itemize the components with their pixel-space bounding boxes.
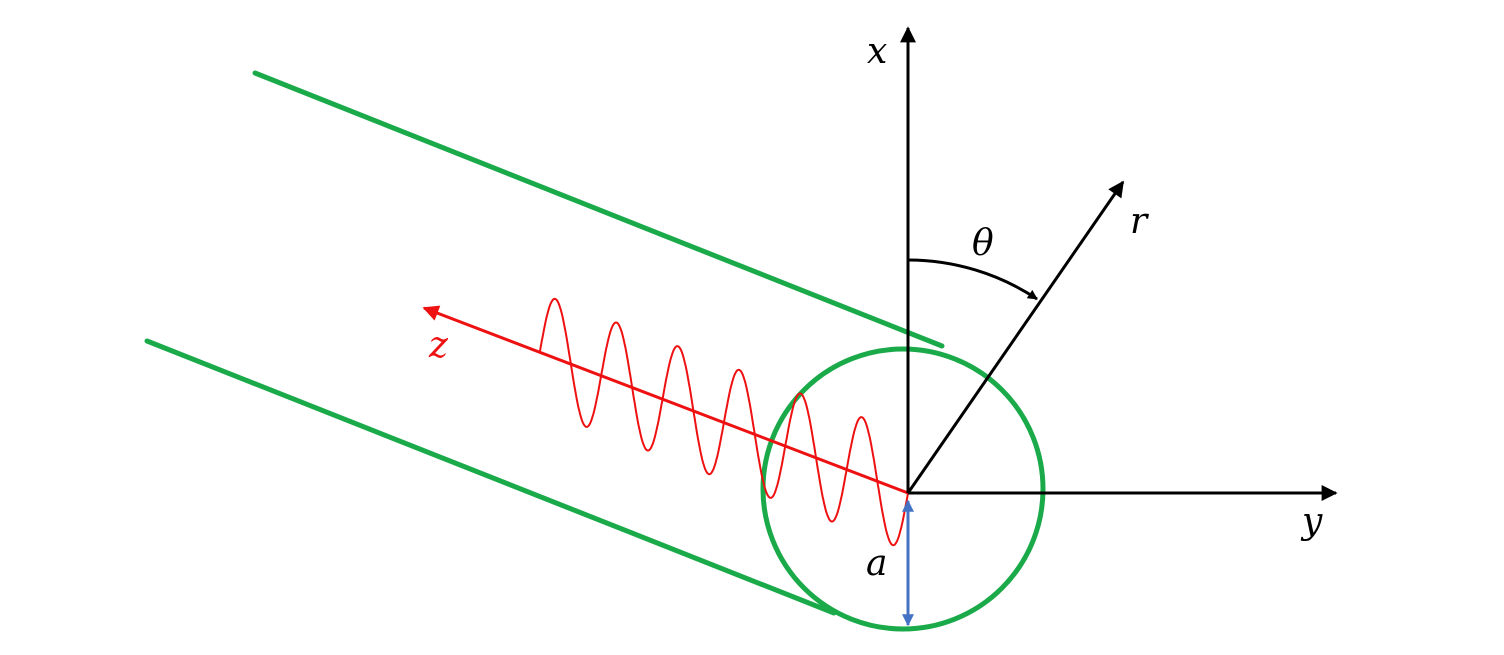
waveguide-lower-edge <box>144 338 837 616</box>
y-axis-label: y <box>1300 501 1323 542</box>
x-axis-label: x <box>867 31 887 72</box>
theta-arc <box>907 258 1038 301</box>
radial-ray <box>906 180 1125 494</box>
z-axis-label: z <box>428 325 449 366</box>
waveguide-upper-edge <box>252 70 945 349</box>
waveguide-cross-section <box>760 346 1046 632</box>
z-axis <box>422 305 909 495</box>
r-label: r <box>1130 201 1149 242</box>
radius-label: a <box>866 543 887 584</box>
theta-label: θ <box>972 223 994 264</box>
